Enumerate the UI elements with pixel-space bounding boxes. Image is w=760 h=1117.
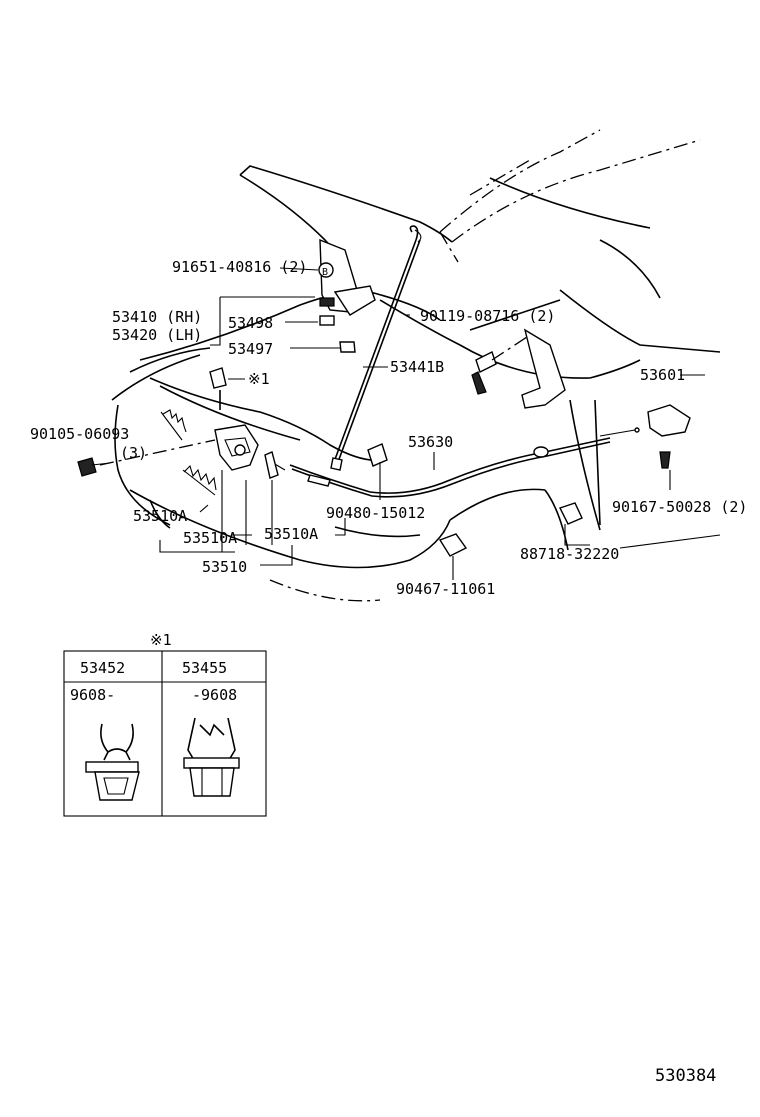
label-53601: 53601 bbox=[640, 366, 685, 384]
spring-upper bbox=[160, 411, 183, 441]
label-90167: 90167-50028 (2) bbox=[612, 498, 747, 516]
spring-lower bbox=[182, 469, 216, 496]
label-90467: 90467-11061 bbox=[396, 580, 495, 598]
label-53510a-2: 53510A bbox=[183, 529, 237, 547]
inset-clip-table: ※1 53452 53455 9608- -9608 bbox=[63, 631, 267, 817]
label-90119: 90119-08716 (2) bbox=[420, 307, 555, 325]
label-53498: 53498 bbox=[228, 314, 273, 332]
hood-lock-assembly bbox=[77, 367, 286, 496]
cushion-53497-icon bbox=[339, 341, 356, 353]
inset-col2-range: -9608 bbox=[192, 686, 237, 704]
label-91651: 91651-40816 (2) bbox=[172, 258, 307, 276]
clip-88718-icon bbox=[559, 502, 583, 525]
label-53510a-3: 53510A bbox=[264, 525, 318, 543]
label-88718: 88718-32220 bbox=[520, 545, 619, 563]
bolt-90119-icon bbox=[471, 371, 487, 395]
bolt-91651-icon bbox=[318, 262, 334, 278]
label-90105: 90105-06093 bbox=[30, 425, 129, 443]
callout-labels: 91651-40816 (2) 53410 (RH) 53420 (LH) 53… bbox=[30, 258, 747, 598]
label-53510: 53510 bbox=[202, 558, 247, 576]
right-hinge bbox=[471, 328, 566, 409]
spacer-53498-upper bbox=[319, 297, 335, 307]
clip-53452-icon bbox=[85, 723, 140, 801]
clamp-53630-icon bbox=[367, 443, 388, 467]
figure-code: 530384 bbox=[655, 1066, 716, 1086]
label-mark1: ※1 bbox=[248, 370, 270, 388]
release-lever-53601-icon bbox=[647, 404, 691, 437]
inset-mark: ※1 bbox=[150, 631, 172, 649]
label-53441b: 53441B bbox=[390, 358, 444, 376]
label-53497: 53497 bbox=[228, 340, 273, 358]
label-53510a-1: 53510A bbox=[133, 507, 187, 525]
clip-53455-icon bbox=[183, 717, 240, 797]
label-53410: 53410 (RH) bbox=[112, 308, 202, 326]
hood-outline bbox=[239, 129, 721, 353]
clip-90467-icon bbox=[438, 533, 468, 557]
inset-col1-range: 9608- bbox=[70, 686, 115, 704]
badge-b: B bbox=[322, 267, 328, 278]
inset-col1-part: 53452 bbox=[80, 659, 125, 677]
label-90480: 90480-15012 bbox=[326, 504, 425, 522]
hood-hinge: B bbox=[318, 238, 376, 353]
label-53630: 53630 bbox=[408, 433, 453, 451]
screw-90167-icon bbox=[659, 451, 671, 469]
hood-support-rod bbox=[330, 225, 421, 471]
bolt-90105-icon bbox=[77, 457, 97, 477]
label-53420: 53420 (LH) bbox=[112, 326, 202, 344]
clip-mark1-icon bbox=[209, 367, 227, 389]
leader-lines bbox=[159, 267, 721, 580]
spacer-53498-icon bbox=[319, 315, 335, 326]
inset-frame bbox=[63, 650, 267, 817]
label-qty3: (3) bbox=[120, 444, 147, 462]
release-cable bbox=[289, 404, 691, 557]
inset-col2-part: 53455 bbox=[182, 659, 227, 677]
